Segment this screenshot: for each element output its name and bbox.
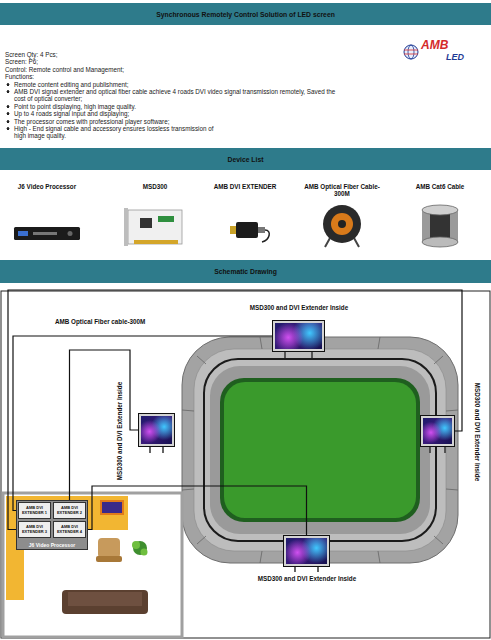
extender-label: AMB DVI EXTENDER 3: [19, 525, 50, 534]
band-title: Schematic Drawing: [214, 268, 277, 275]
led-screen: MSD300 and DVI Extender Inside: [283, 535, 330, 567]
dvi-extender: AMB DVI EXTENDER 3: [18, 521, 51, 538]
fiber-cable: [13, 336, 272, 511]
plant: [133, 541, 147, 555]
sofa: [62, 590, 148, 614]
desk: [6, 496, 128, 600]
bullet-item: High - End signal cable and accessory en…: [5, 125, 219, 140]
band-title: Device List: [228, 156, 264, 163]
fiber-cable: [70, 350, 139, 502]
stadium-inner-stand: [210, 366, 430, 534]
monitor: [102, 502, 122, 513]
cable-image: [422, 205, 458, 215]
dvi-extender: AMB DVI EXTENDER 4: [53, 521, 86, 538]
screen-label: MSD300 and DVI Extender Inside: [474, 383, 481, 481]
extender-label: AMB DVI EXTENDER 4: [54, 525, 85, 534]
card-image: [124, 208, 128, 246]
logo-globe: [404, 45, 418, 59]
card-image: [140, 218, 152, 228]
screen-label: MSD300 and DVI Extender Inside: [250, 304, 348, 311]
info-line: Screen Qty: 4 Pcs;: [5, 51, 340, 58]
stadium-section-line: [182, 337, 458, 563]
plant: [141, 549, 148, 556]
card-image: [158, 216, 174, 222]
stadium-stand: [194, 349, 446, 551]
info-heading: Functions:: [5, 73, 340, 80]
bullet-item: Point to point displaying, high image qu…: [5, 103, 340, 110]
screen-label: MSD300 and DVI Extender Inside: [116, 382, 123, 480]
info-line: Control: Remote control and Management;: [5, 66, 340, 73]
pitch-border: [220, 378, 420, 522]
fiber-cable: [86, 486, 307, 535]
logo-globe: [408, 45, 414, 59]
info-block: Screen Qty: 4 Pcs;Screen: P6;Control: Re…: [5, 51, 340, 140]
sofa: [68, 592, 142, 606]
stadium-outer: [182, 337, 458, 563]
device-name: AMB DVI EXTENDER: [200, 183, 290, 190]
monitor: [100, 500, 124, 515]
bullet-item: Remote content editing and publishment;: [5, 81, 340, 88]
title-band: Synchronous Remotely Control Solution of…: [0, 3, 491, 25]
bullet-item: Up to 4 roads signal input and displayin…: [5, 110, 340, 117]
fiber-cable: [8, 290, 462, 530]
plant: [132, 541, 140, 549]
card-image: [134, 240, 178, 244]
device-name: AMB Cat6 Cable: [395, 183, 485, 190]
video-processor: J6 Video Processor AMB DVI EXTENDER 1 AMB …: [16, 500, 88, 550]
logo-text: AMB: [421, 38, 448, 52]
dvi-extender: AMB DVI EXTENDER 1: [18, 502, 51, 519]
chair: [98, 538, 120, 558]
section-band: Device List: [0, 148, 491, 170]
reel-image: [338, 220, 346, 228]
screen-stand: [150, 352, 445, 572]
extender-image: [230, 226, 236, 234]
extender-image: [258, 227, 265, 233]
cable-label: AMB Optical Fiber cable-300M: [55, 318, 145, 325]
processor-image: [33, 232, 57, 235]
dvi-extender: AMB DVI EXTENDER 2: [53, 502, 86, 519]
stadium-track: [204, 359, 436, 541]
processor-image: [14, 227, 80, 240]
bullet-item: AMB DVI signal extender and optical fibe…: [5, 88, 340, 103]
led-screen: MSD300 and DVI Extender Inside: [272, 320, 325, 352]
cable-image: [422, 237, 458, 247]
extender-label: AMB DVI EXTENDER 1: [19, 506, 50, 515]
card-image: [128, 210, 182, 244]
chair: [96, 556, 122, 562]
led-screen: MSD300 and DVI Extender Inside: [138, 413, 175, 447]
extender-label: AMB DVI EXTENDER 2: [54, 506, 85, 515]
device-name: J6 Video Processor: [7, 183, 87, 190]
diagram-title: Synchronous Remotely Control Solution of…: [156, 11, 335, 18]
bullet-item: The processor comes with professional pl…: [5, 118, 340, 125]
info-line: Screen: P6;: [5, 58, 340, 65]
led-screen: MSD300 and DVI Extender Inside: [420, 415, 455, 447]
device-name: AMB Optical Fiber Cable-300M: [298, 183, 386, 198]
extender-image: [236, 222, 258, 238]
processor-image: [68, 231, 73, 236]
pitch: [224, 382, 416, 518]
schematic-frame: [1, 291, 490, 638]
logo-text: LED: [446, 52, 464, 62]
section-band: Schematic Drawing: [0, 260, 491, 283]
reel-image: [331, 213, 353, 235]
logo-globe: [404, 50, 418, 54]
device-name: MSD300: [115, 183, 195, 190]
processor-label: J6 Video Processor: [17, 542, 87, 548]
reel-image: [323, 205, 361, 243]
cable-image: [430, 214, 450, 238]
processor-image: [18, 231, 28, 236]
screen-label: MSD300 and DVI Extender Inside: [258, 575, 356, 582]
control-room: [3, 493, 182, 637]
extender-image: [262, 230, 269, 242]
